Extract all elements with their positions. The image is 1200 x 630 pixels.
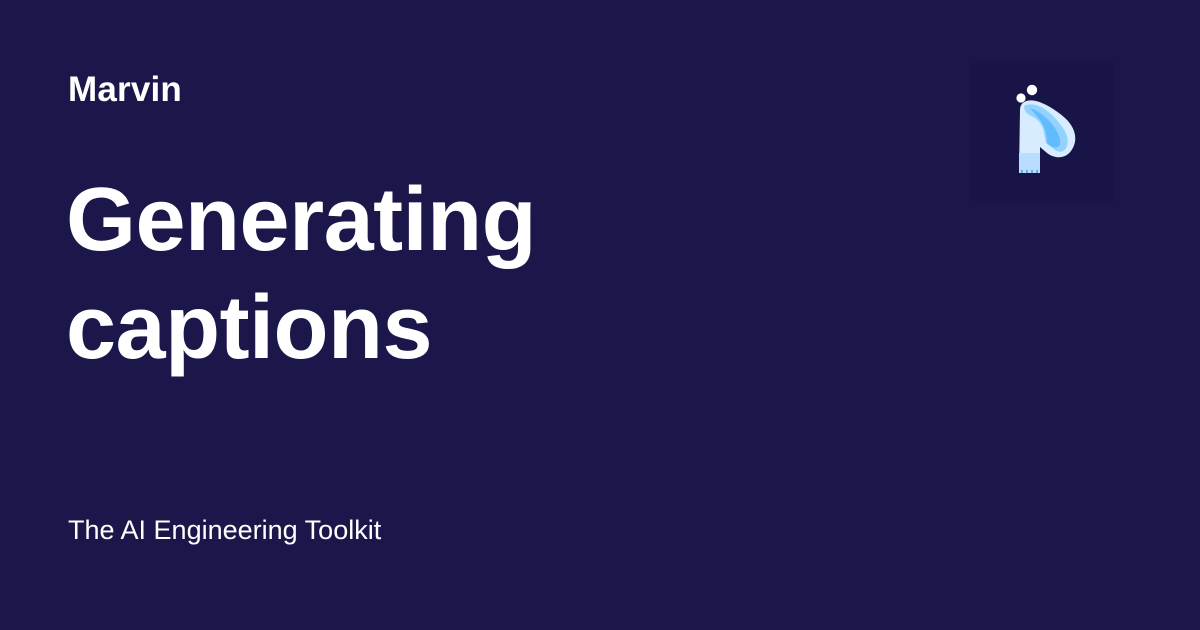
logo-container: [971, 61, 1115, 203]
marvin-logo-icon: [1016, 84, 1076, 173]
brand-name: Marvin: [68, 70, 183, 109]
page-title: Generating captions: [66, 170, 537, 378]
tagline: The AI Engineering Toolkit: [68, 515, 382, 545]
